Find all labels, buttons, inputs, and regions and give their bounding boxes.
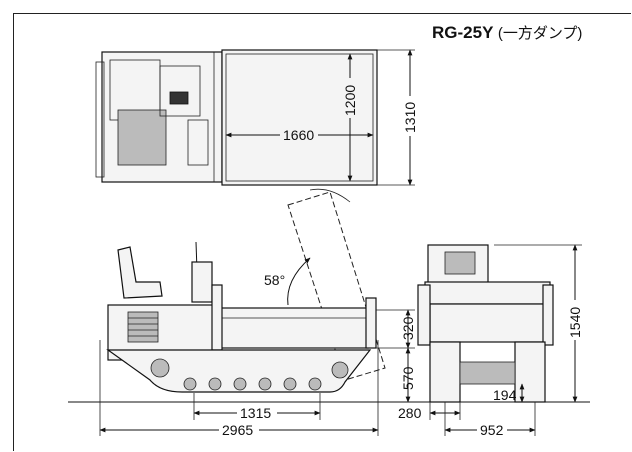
rear-undercarriage (459, 361, 516, 385)
dim-1200-bg (342, 78, 358, 118)
rear-left-post (417, 284, 431, 346)
dim-280-label: 280 (398, 405, 422, 421)
dim-1540-bg (567, 300, 583, 340)
dim-2965-bg (219, 422, 259, 437)
top-bed-inner (225, 53, 374, 182)
dim-320-label: 320 (400, 316, 416, 340)
dump-angle-label: 58° (264, 272, 285, 288)
dim-194-label: 194 (493, 387, 517, 403)
dim-2965-label: 2965 (222, 422, 253, 438)
tilted-bed-arc (309, 188, 351, 203)
rear-right-track (514, 341, 546, 403)
tilted-bed-outline (287, 191, 386, 381)
dim-570-label: 570 (400, 366, 416, 390)
model-title: RG-25Y (一方ダンプ) (432, 22, 582, 43)
side-view: 58° (68, 188, 590, 438)
top-control-panel (159, 65, 201, 117)
dim-1315-label: 1315 (240, 405, 271, 421)
side-control-box (191, 261, 213, 303)
dim-1315-bg (237, 405, 277, 420)
side-track (106, 349, 372, 393)
rear-bed (429, 303, 546, 343)
drawing-frame (13, 13, 631, 451)
model-name: RG-25Y (432, 23, 494, 42)
top-engine-block (117, 109, 167, 166)
rear-right-post (542, 284, 554, 346)
angle-arc (287, 257, 311, 306)
model-variant: (一方ダンプ) (497, 25, 583, 42)
top-left-track (95, 61, 105, 178)
top-levers (187, 119, 209, 166)
side-bed-front-wall (211, 284, 223, 351)
dim-1200-label: 1200 (342, 85, 358, 116)
side-bed (217, 307, 369, 349)
dim-1310-label: 1310 (402, 102, 418, 133)
dim-1540-label: 1540 (567, 307, 583, 338)
dim-1660-bg (280, 126, 318, 142)
rear-view: 1540 194 280 952 (398, 244, 583, 438)
side-engine-grille (127, 311, 159, 343)
side-track-rollers (150, 358, 349, 391)
rear-bed-top (424, 281, 551, 305)
side-bed-rear-wall (365, 297, 377, 349)
dim-1310-bg (402, 96, 418, 136)
rear-left-track (429, 341, 461, 403)
rear-seat-detail (444, 251, 476, 275)
side-seat (117, 246, 163, 299)
dim-1660-label: 1660 (283, 127, 314, 143)
top-control-unit (169, 91, 189, 105)
dim-952-bg (477, 422, 507, 437)
top-view: 1660 1200 1310 (95, 49, 418, 186)
dim-952-label: 952 (480, 422, 504, 438)
